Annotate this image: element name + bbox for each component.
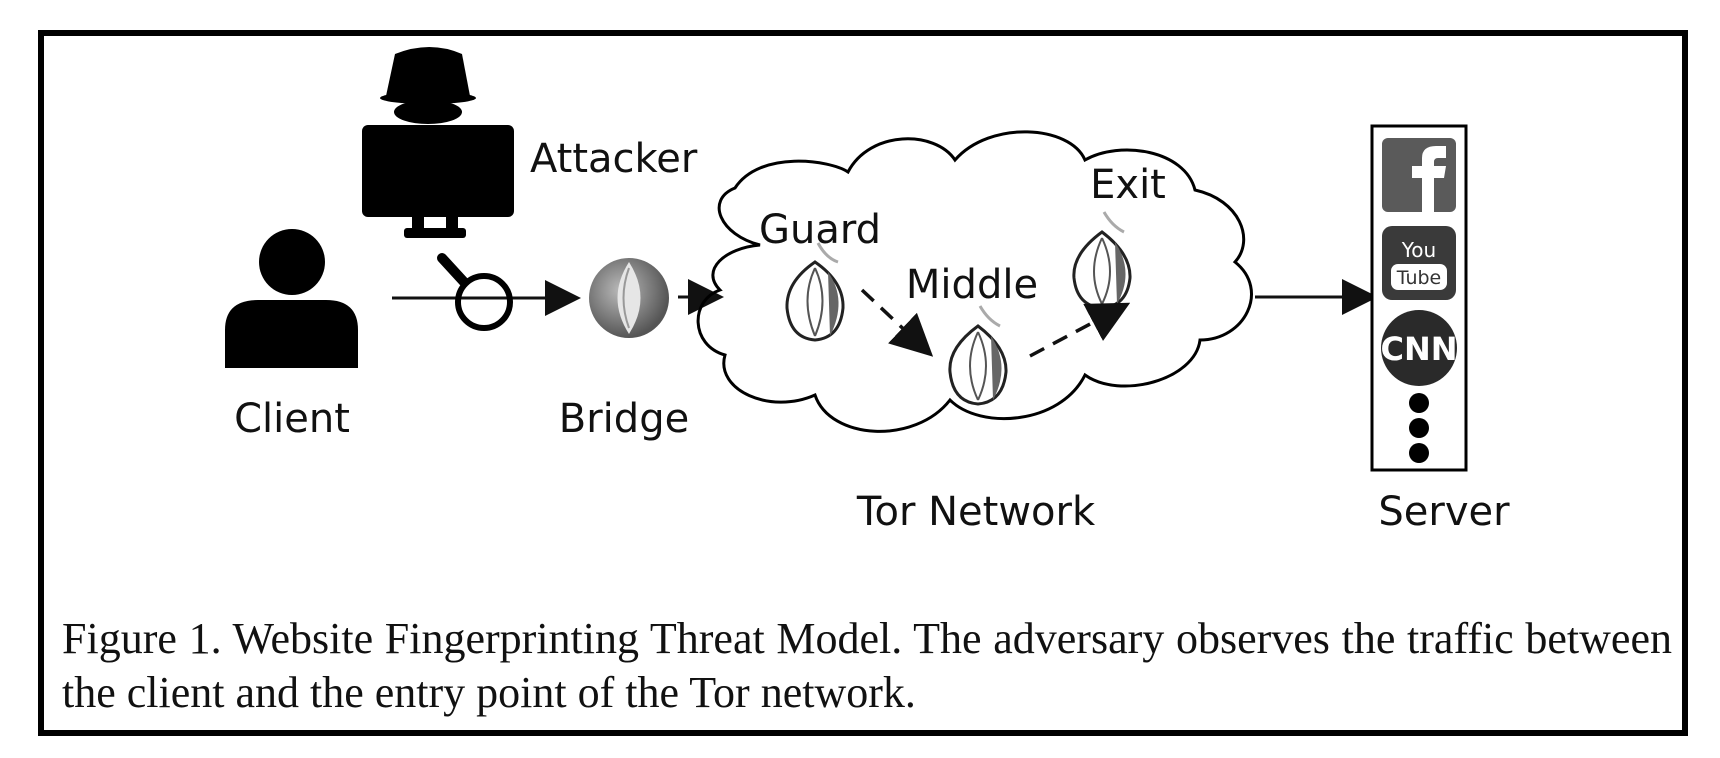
- exit-label: Exit: [1090, 162, 1166, 208]
- middle-label: Middle: [906, 262, 1038, 308]
- guard-onion-icon: [785, 242, 845, 342]
- guard-to-middle-arrow: [860, 288, 934, 357]
- server-label: Server: [1378, 489, 1510, 535]
- cnn-icon: CNN: [1380, 310, 1458, 386]
- svg-text:You: You: [1401, 238, 1436, 262]
- client-icon: [225, 229, 358, 368]
- tor-network-cloud: [696, 130, 1253, 433]
- exit-onion-icon: [1072, 211, 1132, 310]
- facebook-icon: [1382, 138, 1456, 212]
- tor-network-label: Tor Network: [856, 489, 1096, 535]
- middle-to-exit-arrow: [1029, 302, 1131, 358]
- client-label: Client: [234, 396, 350, 442]
- middle-onion-icon: [948, 305, 1008, 406]
- magnifier-icon: [437, 253, 513, 331]
- bridge-onion-icon: [589, 258, 669, 338]
- svg-text:CNN: CNN: [1380, 330, 1457, 368]
- youtube-icon: You Tube: [1382, 226, 1456, 300]
- guard-label: Guard: [759, 207, 881, 253]
- more-dots-icon: [1409, 393, 1429, 463]
- bridge-label: Bridge: [559, 396, 689, 442]
- figure-caption: Figure 1. Website Fingerprinting Threat …: [62, 614, 1672, 717]
- attacker-icon: [362, 47, 514, 238]
- svg-text:Tube: Tube: [1396, 267, 1442, 289]
- attacker-label: Attacker: [530, 136, 698, 182]
